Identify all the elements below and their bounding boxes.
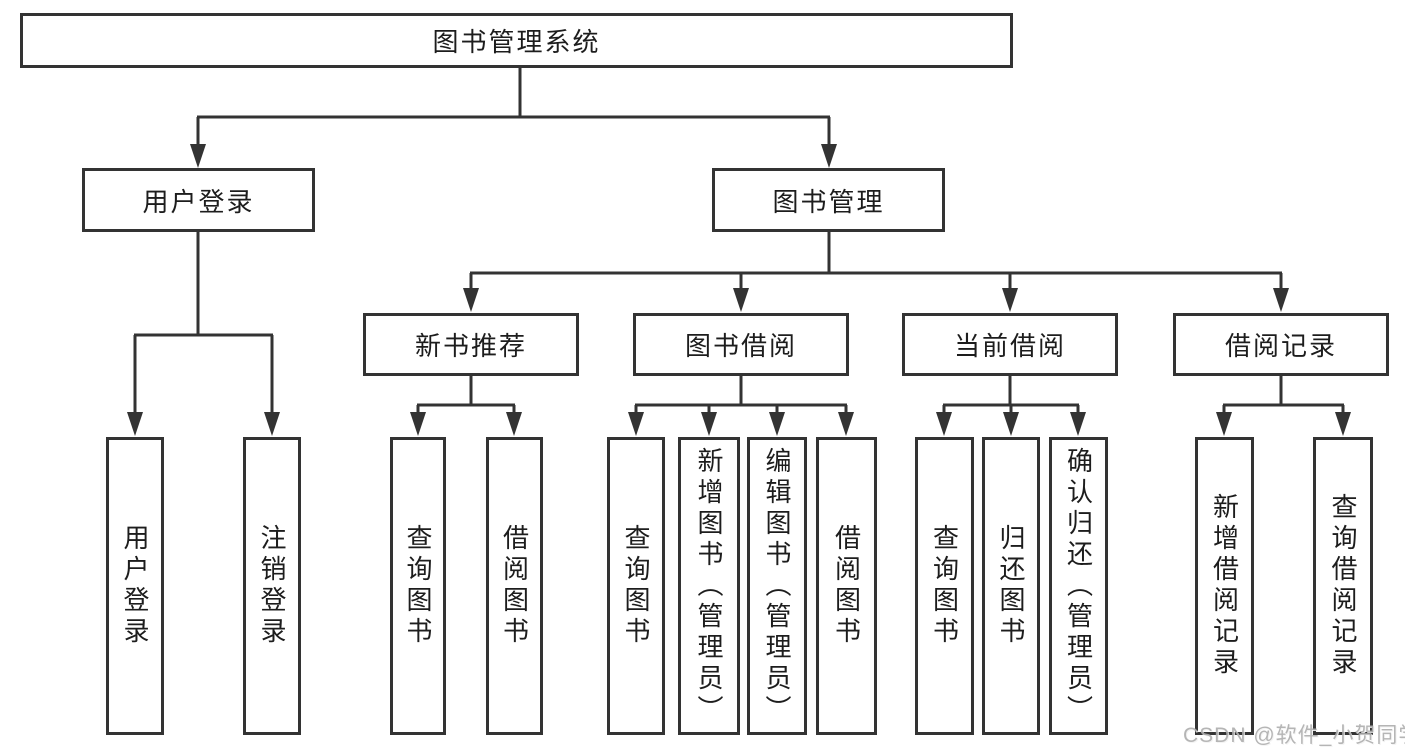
leaf-current-return: 归还图书 bbox=[982, 437, 1040, 735]
node-current-borrow: 当前借阅 bbox=[902, 313, 1118, 376]
node-book-management: 图书管理 bbox=[712, 168, 945, 232]
leaf-user-login-label: 用户登录 bbox=[120, 524, 150, 648]
leaf-borrow-borrow: 借阅图书 bbox=[816, 437, 877, 735]
connector-root-to-level1 bbox=[190, 68, 837, 168]
node-root: 图书管理系统 bbox=[20, 13, 1013, 68]
leaf-records-query: 查询借阅记录 bbox=[1313, 437, 1373, 735]
leaf-newbook-borrow-label: 借阅图书 bbox=[499, 524, 530, 648]
node-current-borrow-label: 当前借阅 bbox=[953, 331, 1066, 361]
node-new-book-recommend-label: 新书推荐 bbox=[414, 331, 527, 361]
leaf-records-add: 新增借阅记录 bbox=[1195, 437, 1254, 735]
leaf-borrow-edit: 编辑图书（管理员） bbox=[747, 437, 807, 735]
leaf-newbook-query-label: 查询图书 bbox=[403, 524, 433, 648]
node-root-label: 图书管理系统 bbox=[432, 27, 601, 57]
csdn-watermark: CSDN @软件_小贺同学 bbox=[1183, 724, 1405, 747]
leaf-borrow-query: 查询图书 bbox=[607, 437, 665, 735]
connector-borrow-records-to-leaves bbox=[1216, 376, 1351, 436]
node-book-borrow-label: 图书借阅 bbox=[684, 331, 797, 361]
leaf-records-query-label: 查询借阅记录 bbox=[1328, 493, 1358, 679]
connector-new-book-to-leaves bbox=[410, 376, 522, 436]
node-user-login-group-label: 用户登录 bbox=[142, 186, 255, 217]
connector-book-borrow-to-leaves bbox=[628, 376, 854, 436]
leaf-borrow-add-label: 新增图书（管理员） bbox=[694, 446, 724, 726]
leaf-current-confirm-label: 确认归还（管理员） bbox=[1063, 446, 1094, 726]
leaf-current-return-label: 归还图书 bbox=[996, 524, 1026, 648]
leaf-newbook-query: 查询图书 bbox=[390, 437, 446, 735]
node-new-book-recommend: 新书推荐 bbox=[363, 313, 579, 376]
node-book-borrow: 图书借阅 bbox=[633, 313, 849, 376]
connector-user-login-to-leaves bbox=[127, 232, 280, 436]
node-borrow-records-label: 借阅记录 bbox=[1224, 331, 1337, 361]
node-user-login-group: 用户登录 bbox=[82, 168, 315, 232]
leaf-logout-label: 注销登录 bbox=[257, 524, 287, 648]
leaf-user-login: 用户登录 bbox=[106, 437, 164, 735]
leaf-borrow-query-label: 查询图书 bbox=[621, 524, 651, 648]
connector-book-mgmt-to-level2 bbox=[463, 232, 1289, 312]
leaf-borrow-borrow-label: 借阅图书 bbox=[831, 524, 862, 648]
leaf-records-add-label: 新增借阅记录 bbox=[1209, 493, 1240, 679]
leaf-current-query: 查询图书 bbox=[915, 437, 974, 735]
leaf-borrow-edit-label: 编辑图书（管理员） bbox=[762, 446, 792, 726]
leaf-logout: 注销登录 bbox=[243, 437, 301, 735]
leaf-newbook-borrow: 借阅图书 bbox=[486, 437, 543, 735]
node-borrow-records: 借阅记录 bbox=[1173, 313, 1389, 376]
leaf-current-confirm: 确认归还（管理员） bbox=[1049, 437, 1108, 735]
leaf-current-query-label: 查询图书 bbox=[929, 524, 960, 648]
connector-current-borrow-to-leaves bbox=[936, 376, 1086, 436]
leaf-borrow-add: 新增图书（管理员） bbox=[678, 437, 740, 735]
node-book-management-label: 图书管理 bbox=[772, 186, 885, 217]
